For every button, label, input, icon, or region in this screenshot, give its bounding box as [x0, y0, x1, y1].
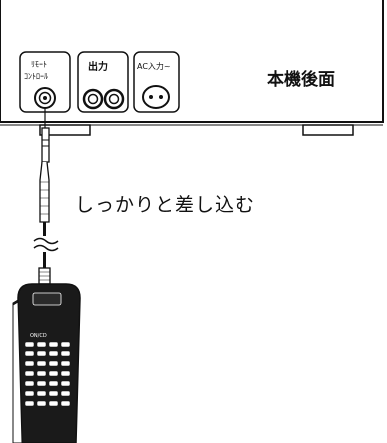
instruction-text: しっかりと差し込む — [75, 194, 255, 216]
remote-jack-label-line1: ﾘﾓｰﾄ — [31, 60, 47, 69]
remote-control-jack-panel: ﾘﾓｰﾄ ｺﾝﾄﾛｰﾙ — [19, 51, 71, 113]
remote-cable — [33, 108, 59, 285]
ac-input-label: AC入力~ — [137, 61, 171, 71]
cable-break-mark — [33, 237, 59, 252]
output-jack-right[interactable] — [103, 88, 125, 110]
ac-input-panel: AC入力~ — [133, 51, 180, 113]
ac-inlet[interactable] — [142, 85, 170, 109]
output-jack-panel: 出力 — [77, 51, 129, 113]
remote-buttons[interactable] — [24, 341, 71, 407]
device-foot-left — [39, 124, 91, 136]
output-label: 出力 — [88, 60, 108, 73]
rear-panel-title: 本機後面 — [267, 69, 335, 90]
remote-control: ON/CD — [12, 283, 81, 443]
device-rear-panel: ﾘﾓｰﾄ ｺﾝﾄﾛｰﾙ 出力 AC入力~ 本機後面 — [0, 0, 384, 136]
remote-brand-label: ON/CD — [30, 333, 47, 339]
cable-plug — [41, 127, 50, 163]
remote-jack-label-line2: ｺﾝﾄﾛｰﾙ — [24, 72, 48, 81]
device-foot-right — [302, 124, 354, 136]
output-jack-left[interactable] — [82, 88, 104, 110]
